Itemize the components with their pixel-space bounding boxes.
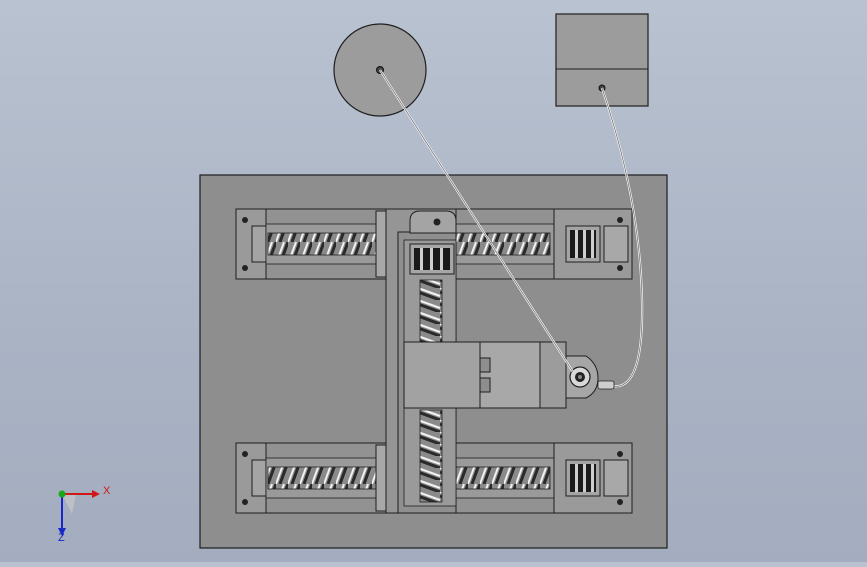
screw-thread-left-bottom [267, 466, 377, 490]
cable-connector [597, 380, 615, 390]
axis-x-label: X [103, 485, 111, 497]
cable-disc-to-slider [379, 69, 574, 373]
motor-box-part[interactable] [555, 13, 649, 107]
vertical-screw-lower [419, 409, 443, 503]
screw-thread-right-bottom [455, 466, 551, 490]
coordinate-triad-icon: X Z [48, 482, 118, 546]
screw-thread-left-top [267, 232, 377, 256]
cable-motor-to-slider [597, 87, 644, 390]
vertical-screw-upper [419, 279, 443, 343]
axis-z-label: Z [58, 532, 65, 544]
screw-thread-right-top [455, 232, 551, 256]
